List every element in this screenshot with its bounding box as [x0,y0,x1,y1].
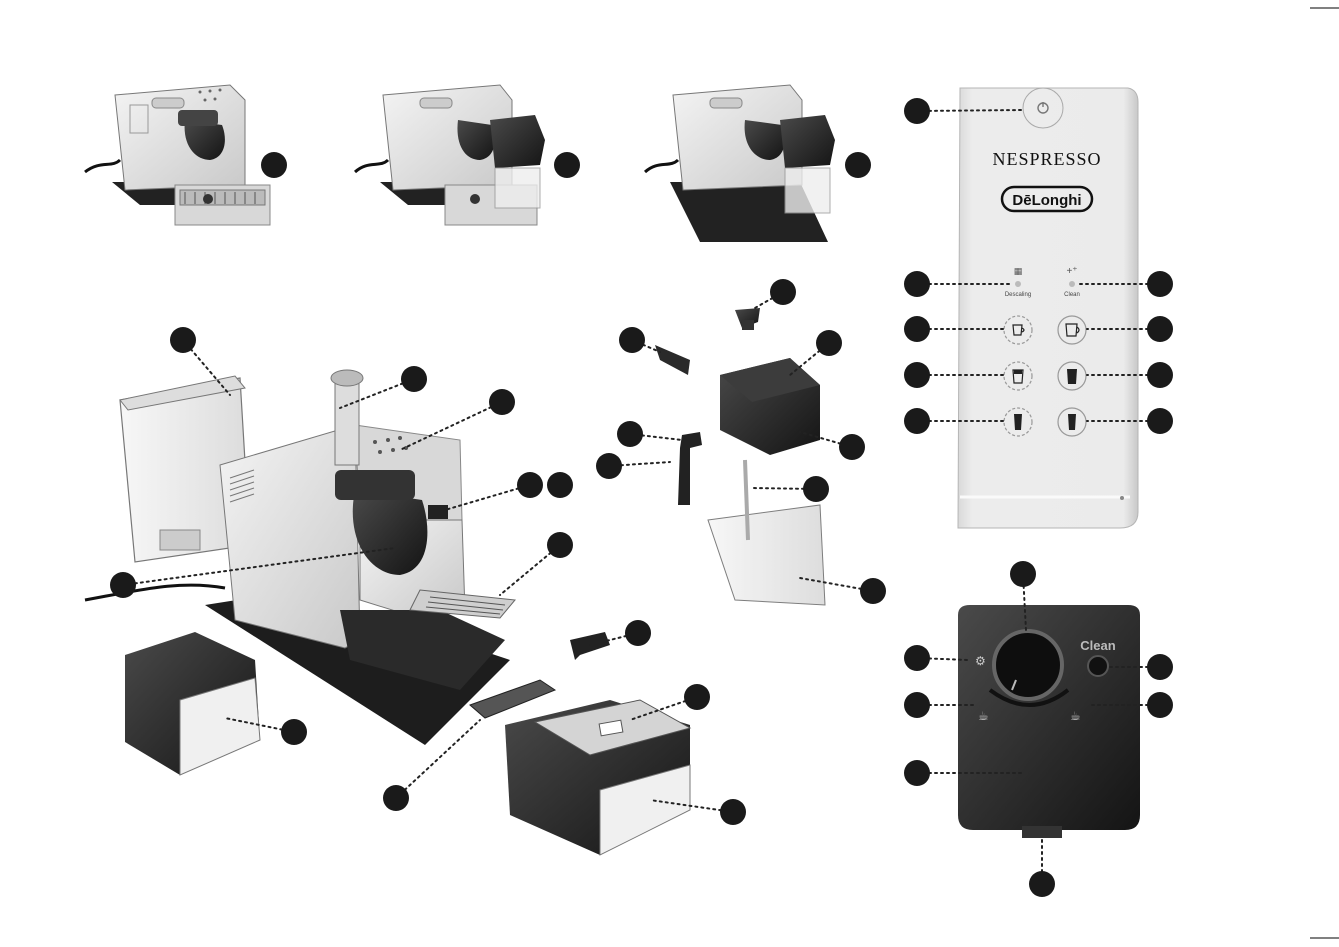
callout-marker [625,620,651,646]
descaling-icon: ▦ [1014,266,1023,276]
callout-marker [904,271,930,297]
frothing-knob-icon[interactable] [994,631,1062,699]
callout-marker [489,389,515,415]
callout-marker [904,760,930,786]
callout-marker [554,152,580,178]
control-panel: NESPRESSO DēLonghi ▦ Descaling +⁺ Clean [958,88,1138,528]
callout-marker [904,316,930,342]
callout-marker [860,578,886,604]
machine-variant-1 [85,85,270,225]
callout-marker [904,408,930,434]
clean-icon: +⁺ [1066,266,1077,277]
callout-marker [596,453,622,479]
callout-marker [803,476,829,502]
callout-marker [619,327,645,353]
callout-marker [281,719,307,745]
callout-marker [1147,271,1173,297]
frother-clean-label: Clean [1080,638,1115,653]
callout-marker [904,362,930,388]
machine-variant-2 [355,85,545,225]
svg-text:⚙: ⚙ [975,654,986,668]
callout-marker [547,472,573,498]
hot-milk-glass-icon [1068,414,1076,430]
callout-marker [517,472,543,498]
descaling-label: Descaling [1005,292,1031,298]
callout-marker [383,785,409,811]
callout-marker [839,434,865,460]
machine-variant-3 [645,85,835,242]
milk-jug-parts [570,308,825,660]
callout-marker [547,532,573,558]
callout-marker [401,366,427,392]
callout-marker [1147,316,1173,342]
brand-secondary: DēLonghi [1012,192,1081,209]
callout-marker [904,692,930,718]
callout-marker [720,799,746,825]
callout-marker [617,421,643,447]
callout-marker [1147,408,1173,434]
clean-button[interactable] [1088,656,1108,676]
callout-marker [904,98,930,124]
callout-marker [816,330,842,356]
latte-macchiato-glass-icon [1014,414,1022,430]
callout-marker [770,279,796,305]
callout-marker [1147,692,1173,718]
callout-marker [1147,654,1173,680]
callout-marker [904,645,930,671]
latte-glass-icon [1067,369,1077,384]
capsule-container [125,632,260,775]
callout-marker [1147,362,1173,388]
callout-marker [110,572,136,598]
callout-marker [845,152,871,178]
milk-level-icon: ☕ [1070,709,1081,723]
froth-level-icon: ☕ [978,709,989,723]
callout-marker [1029,871,1055,897]
brand-primary: NESPRESSO [992,149,1101,169]
callout-marker [1010,561,1036,587]
drip-tray [505,700,690,855]
callout-marker [170,327,196,353]
callout-marker [684,684,710,710]
clean-label: Clean [1064,292,1080,298]
crop-marks [1310,8,1339,938]
frother-lid: Clean ⚙ ☕ ☕ [958,605,1140,838]
callout-marker [261,152,287,178]
